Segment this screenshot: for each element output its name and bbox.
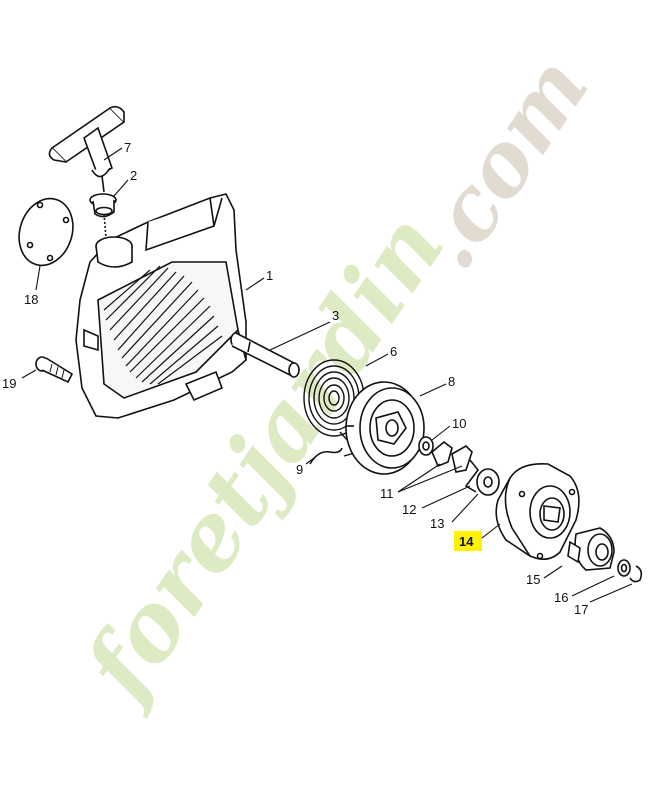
leader-11a (397, 463, 441, 493)
leader-7 (419, 383, 447, 397)
leader-10 (431, 425, 451, 441)
callout-1: 1 (266, 268, 273, 283)
fan-housing-fins (103, 265, 223, 385)
leader-11b (397, 465, 463, 493)
callout-11: 11 (380, 486, 394, 501)
leader-13 (451, 493, 479, 523)
part-1-fan-housing (75, 193, 247, 419)
part-15-hub (567, 527, 615, 571)
callout-18: 18 (24, 292, 38, 307)
leader-19 (21, 369, 37, 379)
part-11-pawls (431, 440, 473, 473)
part-8-starter-handle (48, 105, 126, 193)
callout-7: 8 (448, 374, 455, 389)
leader-2 (113, 179, 129, 197)
leader-16 (571, 575, 615, 597)
part-14-pulley (495, 462, 580, 560)
callout-14: 14 (459, 534, 474, 549)
leader-12 (421, 485, 471, 509)
leader-1 (245, 277, 265, 291)
callout-8: 7 (124, 140, 131, 155)
callout-12: 12 (402, 502, 416, 517)
part-17-circlip (629, 565, 643, 583)
leader-15 (543, 565, 563, 579)
leader-lines (21, 147, 633, 603)
part-3-pivot-pin (230, 332, 300, 378)
part-2-rope-bushing (89, 193, 117, 239)
callout-2: 2 (130, 168, 137, 183)
part-18-cover-plate (18, 197, 74, 267)
part-9-spring-hook (309, 447, 343, 465)
callout-14-highlight (454, 531, 482, 551)
part-7-rope-rotor (345, 381, 425, 475)
callout-19: 19 (2, 376, 16, 391)
leader-18 (35, 265, 41, 291)
callout-13: 13 (430, 516, 444, 531)
leader-3 (269, 321, 331, 351)
callout-17: 17 (574, 602, 588, 617)
callout-9: 9 (296, 462, 303, 477)
leader-17 (589, 583, 633, 603)
callout-6: 6 (390, 344, 397, 359)
part-10-washer (418, 436, 434, 456)
part-19-screw (35, 356, 74, 384)
part-13-washer (476, 468, 500, 496)
leader-14 (481, 523, 501, 539)
callout-3: 3 (332, 308, 339, 323)
leader-6 (365, 353, 389, 367)
leader-9 (305, 457, 315, 465)
callout-15: 15 (526, 572, 540, 587)
leader-8 (103, 147, 123, 161)
callout-10: 10 (452, 416, 466, 431)
callout-16: 16 (554, 590, 568, 605)
watermark-text-domain: .com (396, 39, 609, 287)
part-16-washer (617, 559, 631, 577)
part-12-spring-clip (464, 459, 480, 493)
callout-labels: 7 2 18 1 3 6 8 19 9 10 11 12 13 14 15 16… (2, 140, 588, 617)
